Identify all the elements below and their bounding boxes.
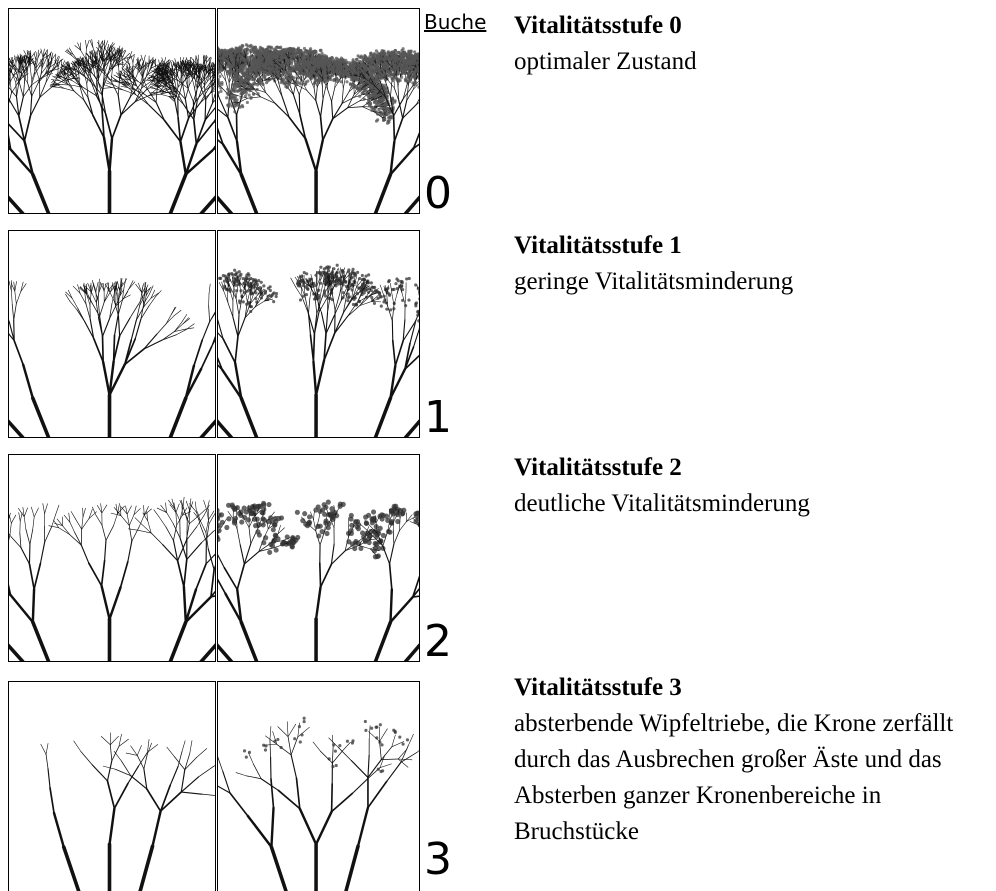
species-label: Buche — [424, 10, 486, 34]
stage-title-2: Vitalitätsstufe 2 — [514, 450, 994, 486]
stage-description-2: Vitalitätsstufe 2 deutliche Vitalitätsmi… — [514, 450, 994, 522]
crown-illustration-winter-3 — [8, 681, 216, 891]
crown-illustration-winter-0 — [8, 8, 216, 214]
crown-sketch — [218, 500, 419, 661]
stage-number-0: 0 — [424, 172, 452, 216]
crown-illustration-summer-3 — [217, 681, 420, 891]
crown-sketch — [9, 497, 215, 661]
crown-sketch — [9, 278, 215, 437]
crown-illustration-winter-2 — [8, 454, 216, 662]
crown-sketch — [218, 264, 419, 437]
stage-number-2: 2 — [424, 620, 452, 664]
stage-title-3: Vitalitätsstufe 3 — [514, 670, 994, 706]
stage-title-0: Vitalitätsstufe 0 — [514, 8, 994, 44]
crown-sketch — [9, 39, 215, 213]
crown-sketch — [41, 733, 215, 891]
stage-text-0: optimaler Zustand — [514, 44, 994, 80]
crown-sketch — [218, 717, 419, 891]
stage-description-0: Vitalitätsstufe 0 optimaler Zustand — [514, 8, 994, 80]
crown-sketch — [218, 43, 419, 213]
crown-illustration-winter-1 — [8, 230, 216, 438]
stage-text-1: geringe Vitalitätsminderung — [514, 264, 994, 300]
stage-number-1: 1 — [424, 396, 452, 440]
crown-illustration-summer-0 — [217, 8, 420, 214]
stage-number-3: 3 — [424, 838, 452, 882]
crown-illustration-summer-2 — [217, 454, 420, 662]
stage-text-2: deutliche Vitalitätsminderung — [514, 486, 994, 522]
stage-description-1: Vitalitätsstufe 1 geringe Vitalitätsmind… — [514, 228, 994, 300]
stage-text-3: absterbende Wipfeltriebe, die Krone zerf… — [514, 706, 994, 850]
stage-title-1: Vitalitätsstufe 1 — [514, 228, 994, 264]
stage-description-3: Vitalitätsstufe 3 absterbende Wipfeltrie… — [514, 670, 994, 850]
crown-illustration-summer-1 — [217, 230, 420, 438]
